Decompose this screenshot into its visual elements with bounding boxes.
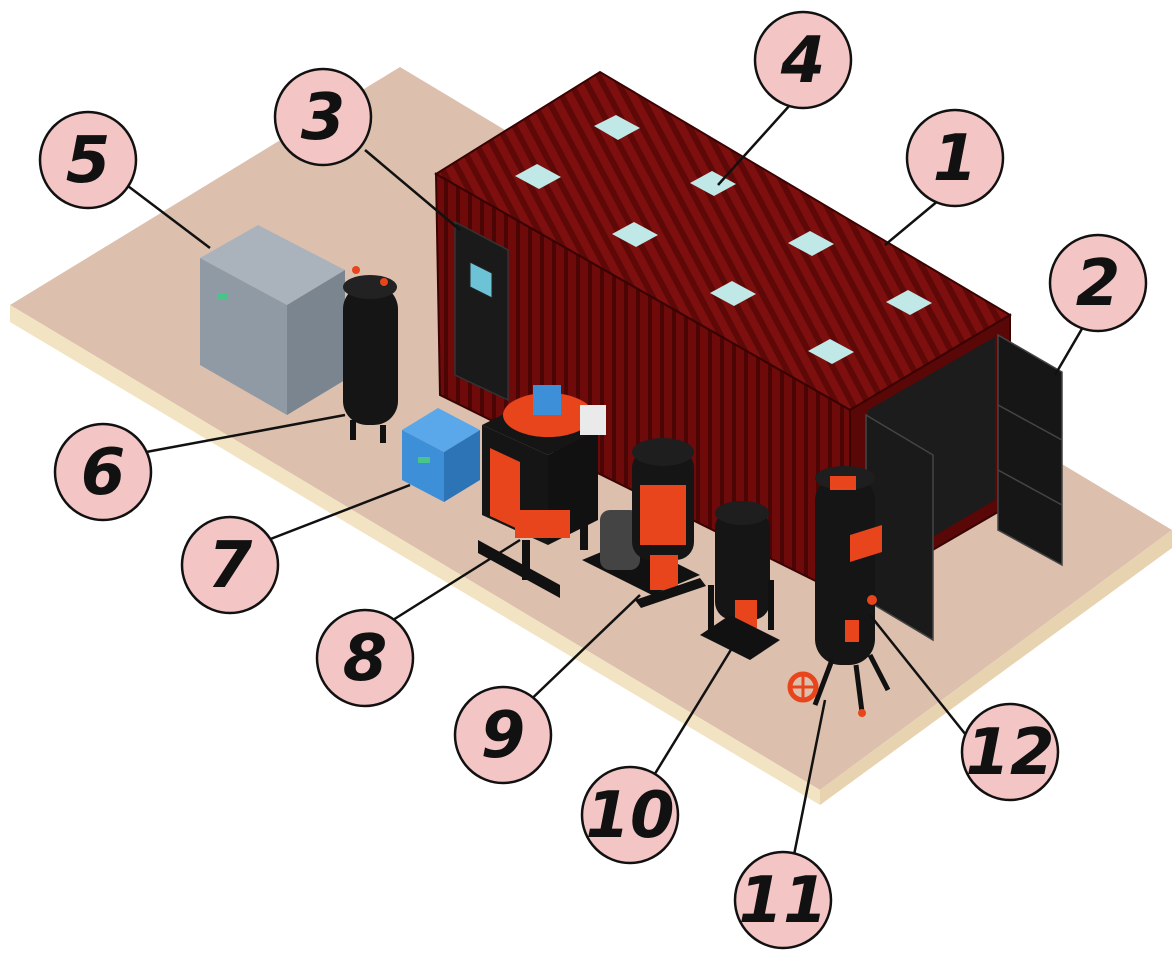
platform-front-edge — [10, 305, 820, 805]
callout-label-10: 10 — [585, 779, 674, 853]
callout-label-8: 8 — [343, 622, 388, 696]
callout-label-9: 9 — [481, 699, 526, 773]
callout-label-6: 6 — [81, 436, 126, 510]
callout-1: 1 — [905, 108, 1005, 208]
callout-label-7: 7 — [208, 529, 253, 603]
cartridge-filter — [700, 501, 780, 660]
callout-10: 10 — [580, 765, 680, 865]
skylight — [690, 171, 736, 196]
skylight — [886, 290, 932, 315]
callout-label-5: 5 — [66, 124, 111, 198]
callout-6: 6 — [53, 422, 153, 522]
skylight — [710, 281, 756, 306]
leader-lines — [119, 104, 1092, 876]
callout-label-4: 4 — [780, 24, 826, 98]
side-entry-door — [454, 220, 509, 402]
air-compressor — [200, 225, 345, 415]
callout-12: 12 — [960, 702, 1060, 802]
callout-11: 11 — [733, 850, 833, 950]
callout-5: 5 — [38, 110, 138, 210]
platform-right-edge — [820, 530, 1172, 805]
skylight — [808, 339, 854, 364]
callouts: 1 2 3 4 5 6 7 8 — [38, 10, 1148, 950]
blast-machine — [787, 466, 891, 717]
control-panel-screen — [469, 261, 493, 299]
callout-label-2: 2 — [1076, 247, 1121, 321]
callout-7: 7 — [180, 515, 280, 615]
skylights — [515, 115, 932, 364]
refrigeration-dryer — [402, 408, 480, 502]
callout-4: 4 — [753, 10, 853, 110]
air-receiver-tank — [343, 266, 398, 443]
skylight — [612, 222, 658, 247]
callout-2: 2 — [1048, 233, 1148, 333]
skylight — [515, 164, 561, 189]
skylight — [594, 115, 640, 140]
callout-9: 9 — [453, 685, 553, 785]
callout-8: 8 — [315, 608, 415, 708]
callout-label-3: 3 — [301, 81, 346, 155]
callout-label-1: 1 — [933, 122, 978, 196]
skylight — [788, 231, 834, 256]
callout-label-11: 11 — [738, 864, 827, 938]
callout-label-12: 12 — [965, 716, 1054, 790]
callout-3: 3 — [273, 67, 373, 167]
container — [434, 70, 1063, 642]
separator-cyclone — [582, 438, 706, 608]
container-door-panel-right — [997, 333, 1063, 567]
